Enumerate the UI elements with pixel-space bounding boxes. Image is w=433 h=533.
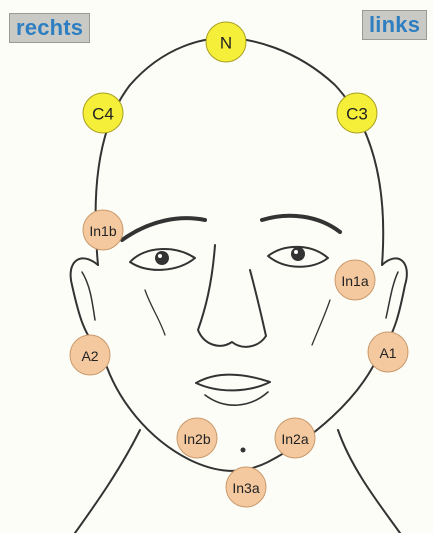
electrode-in1a: In1a [335, 260, 375, 300]
electrode-label: In1b [89, 223, 116, 239]
pupil-right [155, 251, 169, 265]
electrode-in2a: In2a [275, 418, 315, 458]
electrode-label: In2b [183, 431, 210, 447]
electrode-c3: C3 [337, 93, 377, 133]
electrode-label: N [220, 34, 232, 53]
side-label-right: rechts [9, 13, 90, 43]
mouth [196, 375, 270, 391]
electrode-c4: C4 [83, 93, 123, 133]
electrode-label: C4 [92, 105, 114, 124]
jaw [102, 352, 380, 471]
electrode-label: In1a [341, 273, 368, 289]
electrode-a1: A1 [368, 332, 408, 372]
electrode-in1b: In1b [83, 210, 123, 250]
eyebrow-left [262, 216, 340, 232]
side-label-left: links [362, 10, 427, 40]
chin-dot [241, 448, 246, 453]
electrode-label: In2a [281, 431, 308, 447]
neck [75, 430, 140, 533]
nose [198, 245, 266, 347]
electrode-in2b: In2b [177, 418, 217, 458]
pupil-left [291, 247, 305, 261]
electrode-label: A2 [81, 348, 98, 364]
electrode-label: A1 [379, 345, 396, 361]
electrode-n: N [206, 22, 246, 62]
eyebrow-right [122, 218, 205, 240]
electrode-label: C3 [346, 105, 368, 124]
electrode-in3a: In3a [226, 467, 266, 507]
electrode-label: In3a [232, 480, 259, 496]
electrode-a2: A2 [70, 335, 110, 375]
